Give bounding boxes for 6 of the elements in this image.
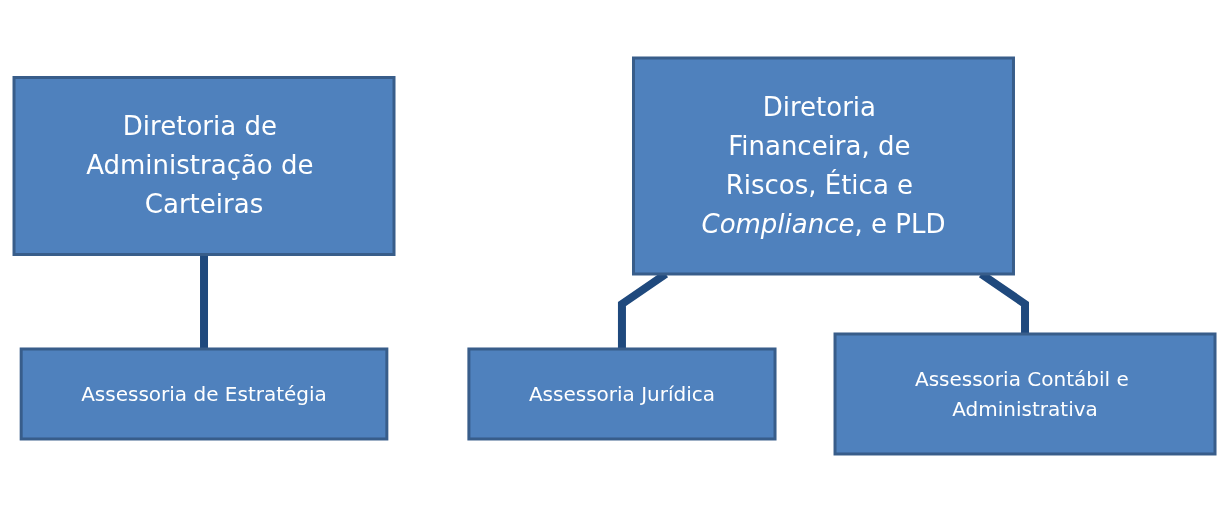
node-box: Assessoria Jurídica	[467, 347, 777, 441]
connector	[200, 254, 209, 349]
node-box: Assessoria Contábil e Administrativa	[834, 332, 1217, 456]
node-box: Diretoria Financeira, de Riscos, Ética e Compliance, e PLD	[632, 56, 1016, 276]
node-box: Assessoria de Estratégia	[20, 347, 389, 441]
node-box: Diretoria de Administração de Carteiras	[13, 76, 396, 256]
